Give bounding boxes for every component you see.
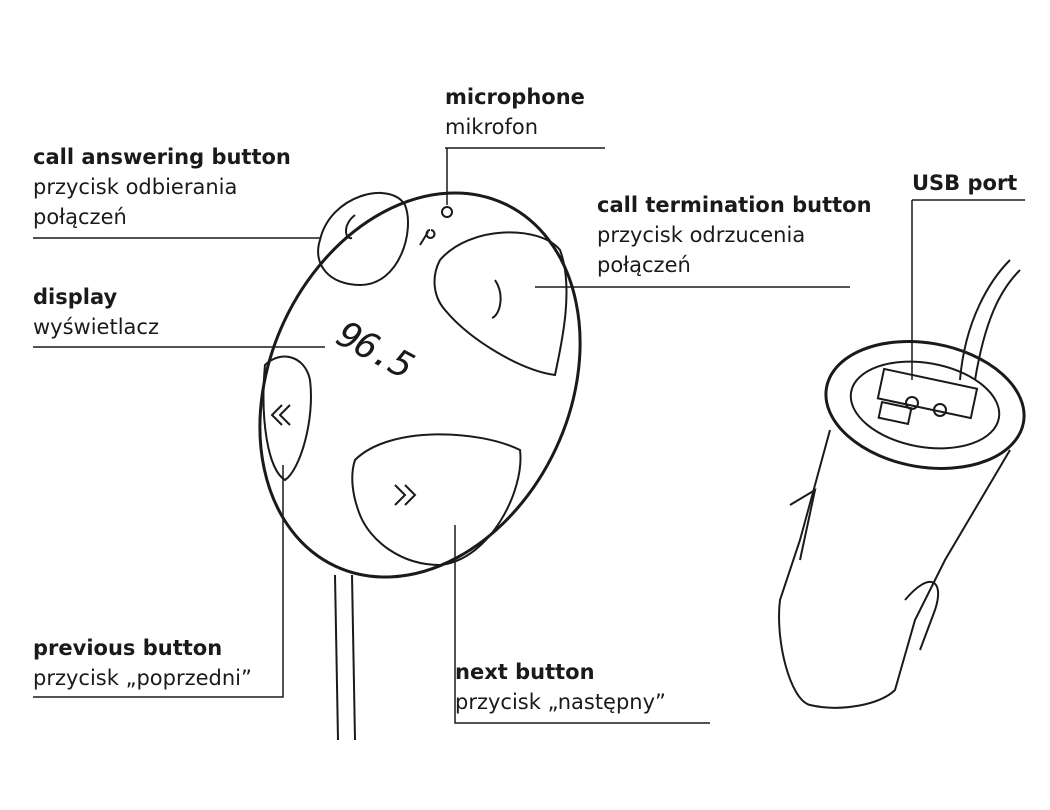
phone-icon (345, 214, 502, 319)
display-label-en: display (33, 285, 118, 309)
microphone-icon (419, 229, 436, 246)
previous-icon (270, 404, 291, 426)
previous-label: previous button przycisk „poprzedni” (33, 633, 252, 693)
microphone-label-pl: mikrofon (445, 115, 539, 139)
call-end-button (433, 231, 568, 377)
usb-label: USB port (912, 168, 1017, 198)
call-answer-label-pl1: przycisk odbierania (33, 175, 238, 199)
previous-label-en: previous button (33, 636, 223, 660)
next-button-shape (351, 433, 522, 567)
car-charger (778, 259, 1026, 709)
call-answer-label-pl2: połączeń (33, 205, 127, 229)
microphone-label: microphone mikrofon (445, 82, 585, 142)
leader-lines (33, 147, 1025, 724)
next-icon (394, 484, 417, 506)
microphone-label-en: microphone (445, 85, 585, 109)
previous-button-shape (262, 355, 312, 482)
call-answer-label-en: call answering button (33, 145, 291, 169)
next-label: next button przycisk „następny” (455, 657, 666, 717)
cable (334, 574, 356, 741)
usb-label-en: USB port (912, 171, 1018, 195)
next-label-en: next button (455, 660, 595, 684)
call-end-label-en: call termination button (597, 193, 872, 217)
microphone-hole (441, 206, 453, 218)
call-answer-label: call answering button przycisk odbierani… (33, 142, 291, 232)
display-label: display wyświetlacz (33, 282, 159, 342)
call-end-label: call termination button przycisk odrzuce… (597, 190, 872, 280)
previous-label-pl: przycisk „poprzedni” (33, 666, 252, 690)
call-end-label-pl2: połączeń (597, 253, 691, 277)
call-end-label-pl1: przycisk odrzucenia (597, 223, 806, 247)
next-label-pl: przycisk „następny” (455, 690, 666, 714)
call-answer-button (317, 191, 409, 287)
display-label-pl: wyświetlacz (33, 315, 159, 339)
transmitter-disc (258, 191, 582, 579)
usb-slot (876, 367, 979, 420)
